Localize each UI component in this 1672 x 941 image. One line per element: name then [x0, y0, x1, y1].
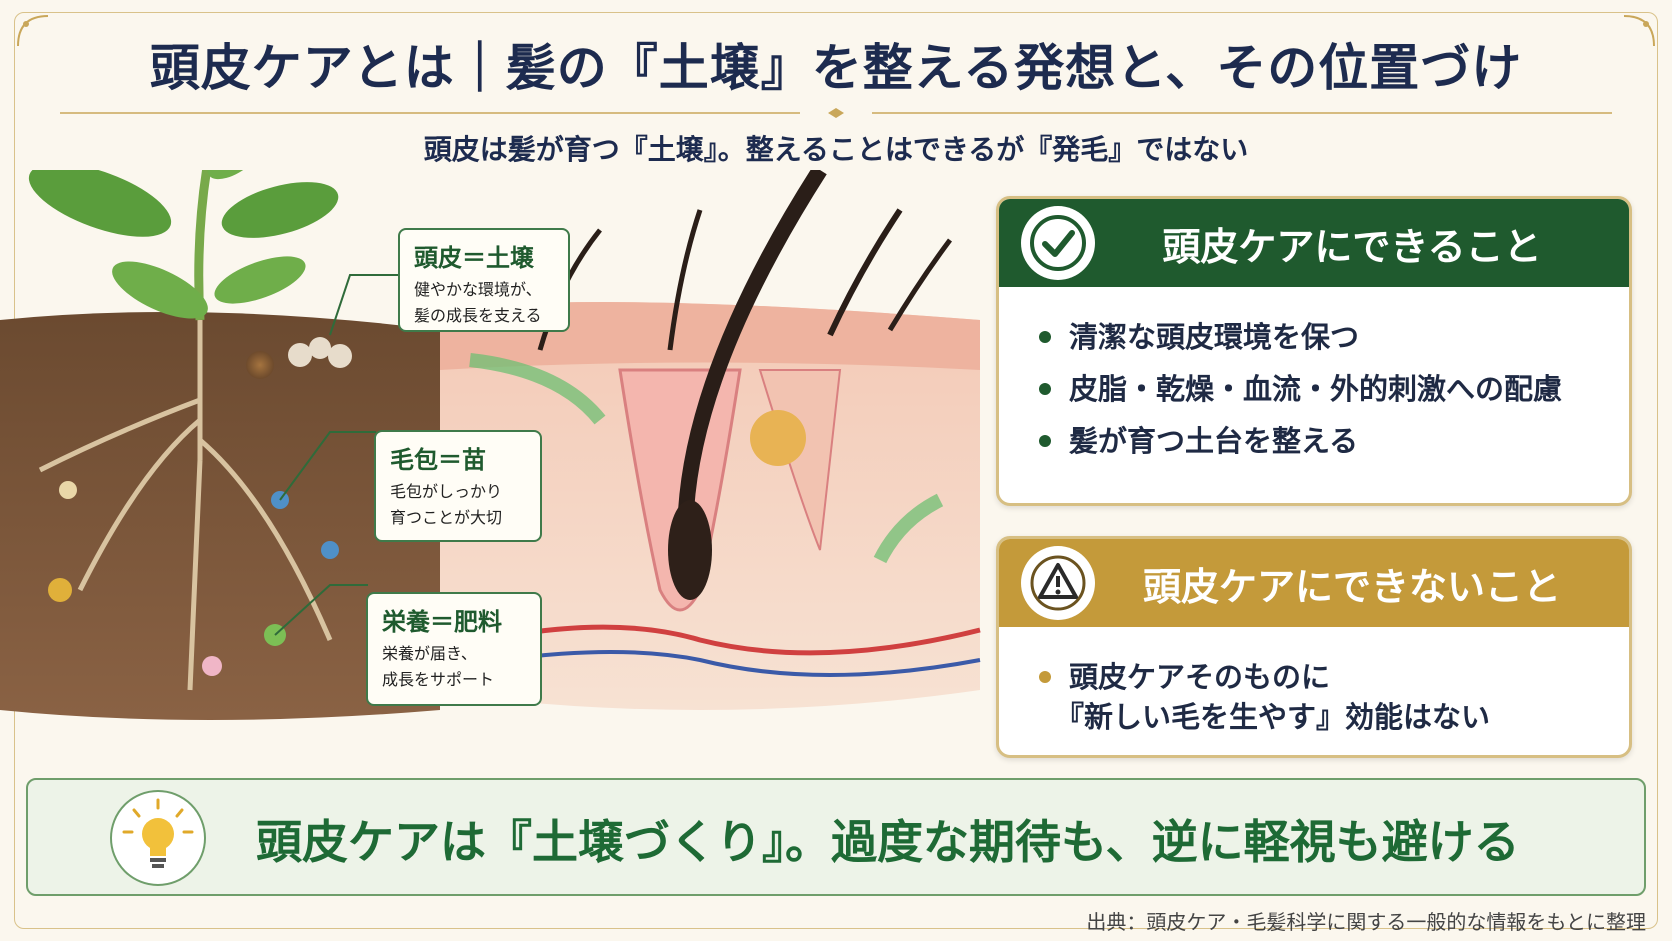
- list-item-text: 髪が育つ土台を整える: [1069, 424, 1359, 458]
- check-icon: [1021, 206, 1095, 280]
- can-do-header: 頭皮ケアにできること: [999, 199, 1629, 287]
- page-title: 頭皮ケアとは｜髪の『土壌』を整える発想と、その位置づけ: [149, 39, 1523, 97]
- label-follicle-seedling: 毛包＝苗 毛包がしっかり 育つことが大切: [374, 430, 542, 542]
- label-scalp-soil: 頭皮＝土壌 健やかな環境が、 髪の成長を支える: [398, 228, 570, 332]
- corner-ornament-icon: [17, 15, 49, 47]
- can-do-title: 頭皮ケアにできること: [1162, 224, 1542, 269]
- list-item: 髪が育つ土台を整える: [1039, 421, 1589, 461]
- list-item-text: 頭皮ケアそのものに: [1069, 660, 1331, 694]
- lightbulb-icon: [110, 790, 206, 886]
- can-do-card: 頭皮ケアにできること 清潔な頭皮環境を保つ 皮脂・乾燥・血流・外的刺激への配慮 …: [996, 196, 1632, 506]
- bullet-dot: [1039, 331, 1051, 343]
- bullet-dot: [1039, 435, 1051, 447]
- list-item: 皮脂・乾燥・血流・外的刺激への配慮: [1039, 369, 1589, 409]
- page-subtitle: 頭皮は髪が育つ『土壌』。整えることはできるが『発毛』ではない: [423, 133, 1249, 166]
- label-nutrition-fertilizer: 栄養＝肥料 栄養が届き、 成長をサポート: [366, 592, 542, 706]
- label-desc-line: 育つことが大切: [390, 508, 503, 527]
- label-title: 栄養＝肥料: [382, 608, 502, 636]
- list-item: 清潔な頭皮環境を保つ: [1039, 317, 1589, 357]
- scalp-soil-illustration: [0, 170, 981, 720]
- cannot-do-header: 頭皮ケアにできないこと: [999, 539, 1629, 627]
- conclusion-banner: 頭皮ケアは『土壌づくり』。過度な期待も、逆に軽視も避ける: [26, 778, 1646, 896]
- label-desc-line: 毛包がしっかり: [390, 482, 503, 501]
- source-note: 出典：頭皮ケア・毛髪科学に関する一般的な情報をもとに整理: [1086, 910, 1646, 934]
- list-item-text: 『新しい毛を生やす』効能はない: [1055, 700, 1491, 734]
- list-item-text: 皮脂・乾燥・血流・外的刺激への配慮: [1069, 372, 1563, 406]
- conclusion-text: 頭皮ケアは『土壌づくり』。過度な期待も、逆に軽視も避ける: [256, 815, 1520, 869]
- bullet-dot: [1039, 383, 1051, 395]
- label-title: 毛包＝苗: [390, 446, 486, 474]
- bullet-dot: [1039, 671, 1051, 683]
- cannot-do-title: 頭皮ケアにできないこと: [1142, 564, 1561, 609]
- cannot-do-card: 頭皮ケアにできないこと 頭皮ケアそのものに 『新しい毛を生やす』効能はない: [996, 536, 1632, 758]
- corner-ornament-icon: [1623, 15, 1655, 47]
- list-item: 頭皮ケアそのものに 『新しい毛を生やす』効能はない: [1039, 657, 1589, 737]
- title-divider: [60, 108, 1612, 118]
- label-desc-line: 髪の成長を支える: [414, 306, 542, 325]
- list-item-text: 清潔な頭皮環境を保つ: [1069, 320, 1360, 354]
- label-desc-line: 健やかな環境が、: [414, 280, 542, 299]
- warning-icon: [1021, 546, 1095, 620]
- label-desc-line: 成長をサポート: [382, 670, 495, 689]
- label-desc-line: 栄養が届き、: [382, 644, 477, 663]
- label-title: 頭皮＝土壌: [414, 244, 534, 272]
